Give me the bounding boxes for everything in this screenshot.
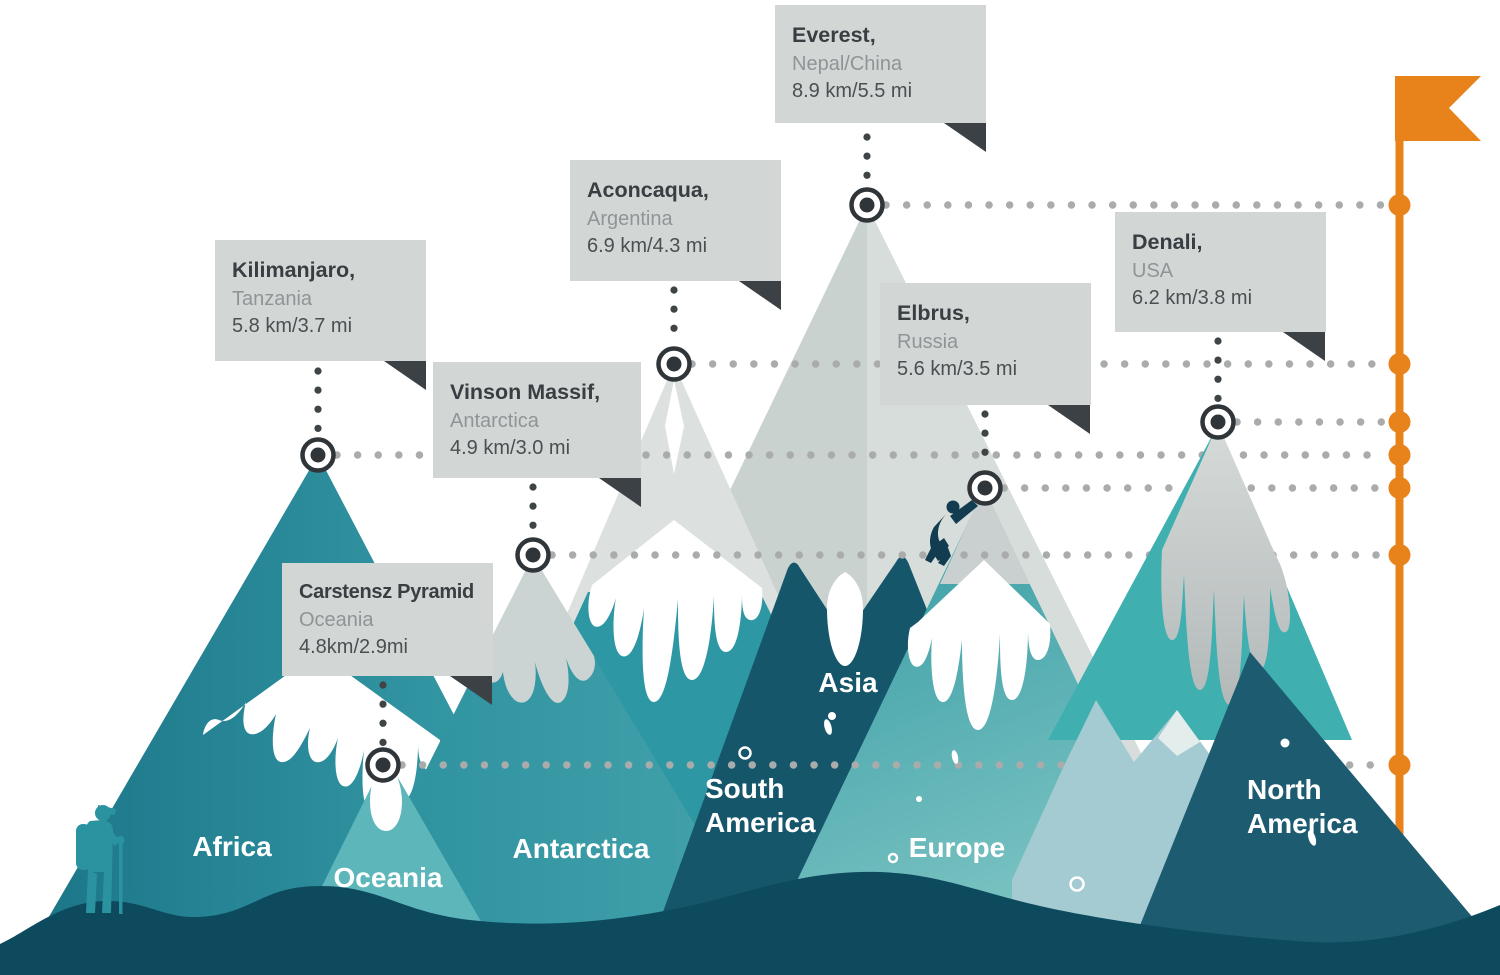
denali-snow-cap [1161,424,1291,705]
aconcagua-tip-snow [665,380,684,474]
summit-country: Antarctica [450,409,539,432]
foreground-hill [0,871,1500,975]
pole-tick-everest [1388,194,1411,216]
summit-country: Tanzania [232,287,313,310]
summit-name: Vinson Massif, [450,380,601,404]
pole-tick-carstensz [1388,754,1411,776]
summit-country: USA [1132,259,1174,282]
summit-name: Carstensz Pyramid [299,581,474,603]
callout-elbrus: Elbrus, Russia 5.6 km/3.5 mi [880,283,1091,405]
callout-kilimanjaro: Kilimanjaro, Tanzania 5.8 km/3.7 mi [215,240,426,361]
snow-specks [738,632,1317,892]
summit-name: Everest, [792,23,876,47]
flag-icon [1395,76,1481,141]
callout-carstensz: Carstensz Pyramid Oceania 4.8km/2.9mi [282,563,493,676]
continent-label-oceania: Oceania [333,862,443,893]
pole-tick-denali [1388,411,1411,433]
continent-label-asia: Asia [818,667,878,698]
continent-label-europe: Europe [908,832,1006,863]
peak-marker-aconcagua [656,346,692,382]
summit-name: Elbrus, [897,301,970,325]
peak-marker-elbrus [967,470,1003,506]
continent-label-south-america: South America [705,772,816,839]
continent-label-north-america: North America [1247,773,1358,840]
asia-valley-snow-drip [827,572,863,666]
mountain-north-america [1120,652,1500,975]
peak-marker-everest [849,187,885,223]
hiker-silhouette [76,805,125,914]
peak-marker-denali [1200,404,1236,440]
continent-label-south-america-line2: America [705,806,816,838]
callout-denali: Denali, USA 6.2 km/3.8 mi [1115,212,1326,332]
summit-height: 6.2 km/3.8 mi [1132,287,1253,310]
summit-country: Argentina [587,207,673,230]
summit-height: 6.9 km/4.3 mi [587,235,708,258]
summit-country: Nepal/China [792,52,903,75]
pole-tick-vinson [1388,544,1411,566]
summit-height: 5.6 km/3.5 mi [897,358,1018,381]
elbrus-gray-tip [940,487,1030,584]
peak-marker-carstensz [365,747,401,783]
summit-name: Aconcaqua, [587,178,709,202]
summit-name: Denali, [1132,230,1203,254]
summit-height: 4.8km/2.9mi [299,636,408,659]
peak-marker-kilimanjaro [300,437,336,473]
peak-markers [300,187,1236,783]
continent-label-africa: Africa [192,831,272,862]
summit-height: 8.9 km/5.5 mi [792,80,913,103]
callout-everest: Everest, Nepal/China 8.9 km/5.5 mi [775,5,986,123]
continent-label-north-america-line2: America [1247,807,1358,839]
continent-label-antarctica: Antarctica [512,833,650,864]
continent-label-north-america-line1: North [1247,774,1322,805]
ridge-snow-patch [1158,710,1200,756]
summit-country: Oceania [299,608,374,631]
summit-country: Russia [897,330,959,353]
callout-vinson: Vinson Massif, Antarctica 4.9 km/3.0 mi [433,362,641,478]
vinson-snow-cap [479,556,595,703]
summit-name: Kilimanjaro, [232,258,356,282]
pole-tick-kilimanjaro [1388,444,1411,466]
peak-marker-vinson [515,537,551,573]
summit-height: 4.9 km/3.0 mi [450,437,571,460]
climber-silhouette [925,500,978,566]
summit-height: 5.8 km/3.7 mi [232,315,353,338]
continent-label-south-america-line1: South [705,773,785,804]
elbrus-snow-cap [907,560,1051,730]
summit-flagpole [1388,76,1481,845]
aconcagua-snow-band [588,520,763,702]
callout-aconcagua: Aconcaqua, Argentina 6.9 km/4.3 mi [570,160,781,281]
pole-tick-elbrus [1388,477,1411,499]
callout-connectors [314,133,1222,751]
pole-tick-aconcagua [1388,353,1411,375]
